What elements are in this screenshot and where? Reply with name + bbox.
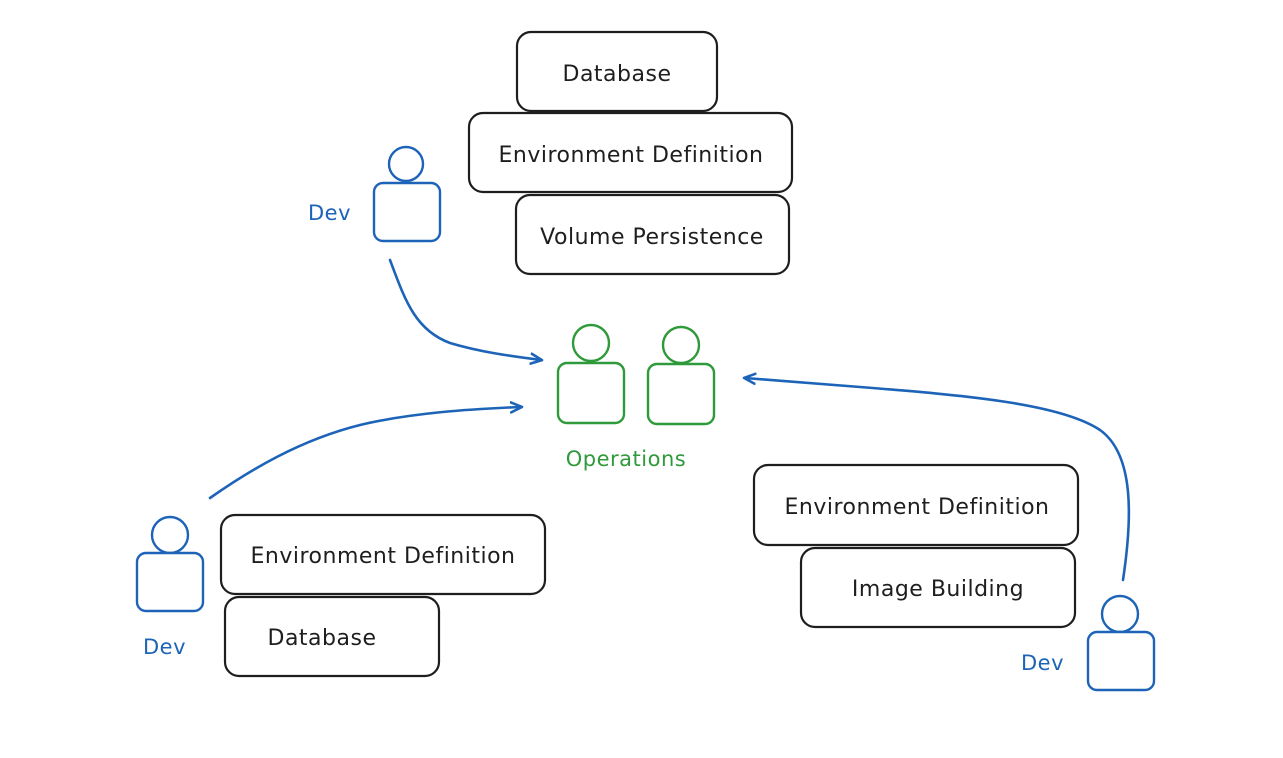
top-box-volume-persistence-label: Volume Persistence	[540, 225, 764, 250]
right-box-image-building-label: Image Building	[852, 577, 1024, 602]
top-dev-label: Dev	[308, 201, 351, 225]
operations-person-icon-1	[556, 323, 626, 425]
right-dev-label: Dev	[1021, 651, 1064, 675]
right-box-environment-definition-label: Environment Definition	[785, 495, 1050, 520]
left-box-database: Database	[223, 595, 441, 678]
left-dev-label: Dev	[143, 635, 186, 659]
left-box-database-label: Database	[268, 626, 377, 651]
operations-person-icon-2	[646, 325, 716, 426]
arrow-left-dev-to-operations	[208, 407, 521, 500]
left-dev-person-icon	[135, 515, 205, 613]
arrow-top-dev-to-operations	[388, 258, 541, 360]
top-box-environment-definition: Environment Definition	[467, 111, 794, 194]
top-box-environment-definition-label: Environment Definition	[499, 143, 764, 168]
right-box-environment-definition: Environment Definition	[752, 463, 1080, 547]
right-box-image-building: Image Building	[799, 546, 1077, 629]
top-dev-person-icon	[372, 145, 442, 243]
operations-label: Operations	[566, 447, 686, 471]
top-box-database-label: Database	[563, 62, 672, 87]
left-box-environment-definition: Environment Definition	[219, 513, 547, 596]
top-box-volume-persistence: Volume Persistence	[514, 193, 791, 276]
right-dev-person-icon	[1086, 594, 1156, 692]
arrow-right-dev-to-operations	[745, 378, 1131, 582]
top-box-database: Database	[515, 30, 719, 113]
left-box-environment-definition-label: Environment Definition	[251, 544, 516, 569]
